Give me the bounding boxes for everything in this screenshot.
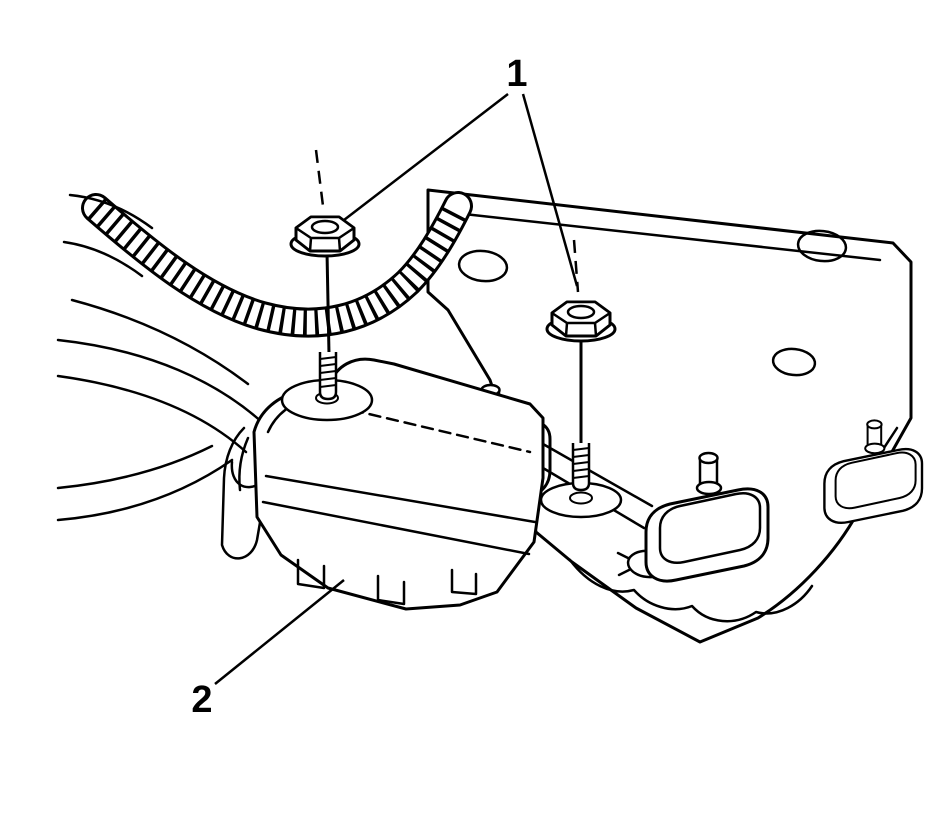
hose-top-edge: [56, 338, 266, 426]
callout-1: 1: [343, 53, 579, 287]
centerline-1: [314, 149, 325, 207]
head-scallop-edge: [568, 558, 814, 623]
stud-bolt-1: [289, 149, 361, 401]
module-clip-3: [450, 568, 478, 596]
module-front-line-1: [264, 474, 537, 524]
module-assembly: [220, 357, 654, 611]
hose-lines: [56, 193, 278, 522]
callout-1-leader-left: [343, 93, 509, 221]
hose-bottom-inner: [56, 444, 214, 490]
bolt-hole-2: [796, 229, 848, 263]
wire-loom: [81, 191, 473, 338]
bolt-hole-4-notch: [616, 551, 631, 577]
hose-wrinkle-2: [62, 240, 144, 278]
stud-shank-1: [325, 251, 331, 355]
callout-2-leader: [214, 579, 345, 685]
hose-top-inner: [56, 374, 248, 454]
hex-nut-2: [545, 300, 617, 343]
cover-rim-line: [444, 210, 882, 262]
hose-wrinkle-1: [68, 193, 154, 230]
module-body: [252, 357, 545, 611]
hose-bottom-edge: [56, 458, 234, 522]
module-clip-1: [296, 558, 326, 590]
module-clip-2: [376, 574, 406, 606]
stud-thread-tip-2: [571, 441, 591, 492]
callout-1-leader-right: [521, 93, 579, 287]
callout-2-label: 2: [191, 679, 212, 721]
stud-thread-tip-1: [318, 350, 338, 401]
cylinder-head: [426, 188, 913, 644]
callout-2: 2: [191, 579, 345, 721]
callout-1-label: 1: [506, 53, 527, 95]
mounting-boss-2-hole: [569, 491, 593, 505]
hex-nut-1: [289, 215, 361, 258]
module-hidden-edge: [350, 408, 532, 454]
hose-mid: [70, 298, 250, 386]
module-front-line-2: [261, 500, 531, 556]
bolt-hole-1: [457, 249, 509, 283]
bolt-hole-3: [771, 347, 817, 377]
module-left-strap-inner: [238, 436, 250, 492]
module-bracket-arm-top: [541, 442, 654, 508]
